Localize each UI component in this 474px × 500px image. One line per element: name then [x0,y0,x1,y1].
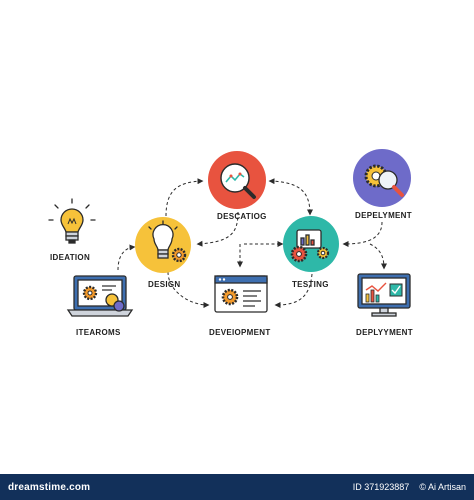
label-testing: TESTING [292,280,329,289]
label-descatiog: DESCATIOG [217,212,267,221]
lightbulb-gear-icon [135,217,191,273]
arrow-design-down [167,271,210,308]
label-itearoms: ITEAROMS [76,328,121,337]
footer-image-id: ID 371923887 [352,482,410,492]
lightbulb-icon [48,198,96,244]
label-deplyyment: DEPLYYMENT [356,328,413,337]
label-deveiopment: DEVEIOPMENT [209,328,271,337]
arrow-descatiog-to-design [196,211,239,247]
gear-chart-icon [283,216,339,272]
footer-author: © Ai Artisan [419,482,466,492]
monitor-chart-icon [357,273,411,317]
label-depelyment: DEPELYMENT [355,211,412,220]
browser-gear-icon [214,275,268,313]
label-design: DESIGN [148,280,181,289]
gear-magnifier-icon [353,149,411,207]
connectors [117,178,387,308]
arrow-depelyment-to-deplyyment [369,243,387,270]
arrow-descatiog-to-testing [268,178,313,216]
arrow-itearoms-to-design [117,244,136,271]
footer-watermark: dreamstime.com [8,482,91,493]
arrow-design-to-descatiog [165,178,204,217]
arrow-testing-to-development [274,273,313,308]
arrow-depelyment-to-testing [342,221,383,247]
laptop-gear-icon [66,275,134,317]
magnifier-chart-icon [208,151,266,209]
label-ideation: IDEATION [50,253,91,262]
footer-credits: ID 371923887 © Ai Artisan [353,482,466,492]
footer-bar: dreamstime.com ID 371923887 © Ai Artisan [0,474,474,500]
